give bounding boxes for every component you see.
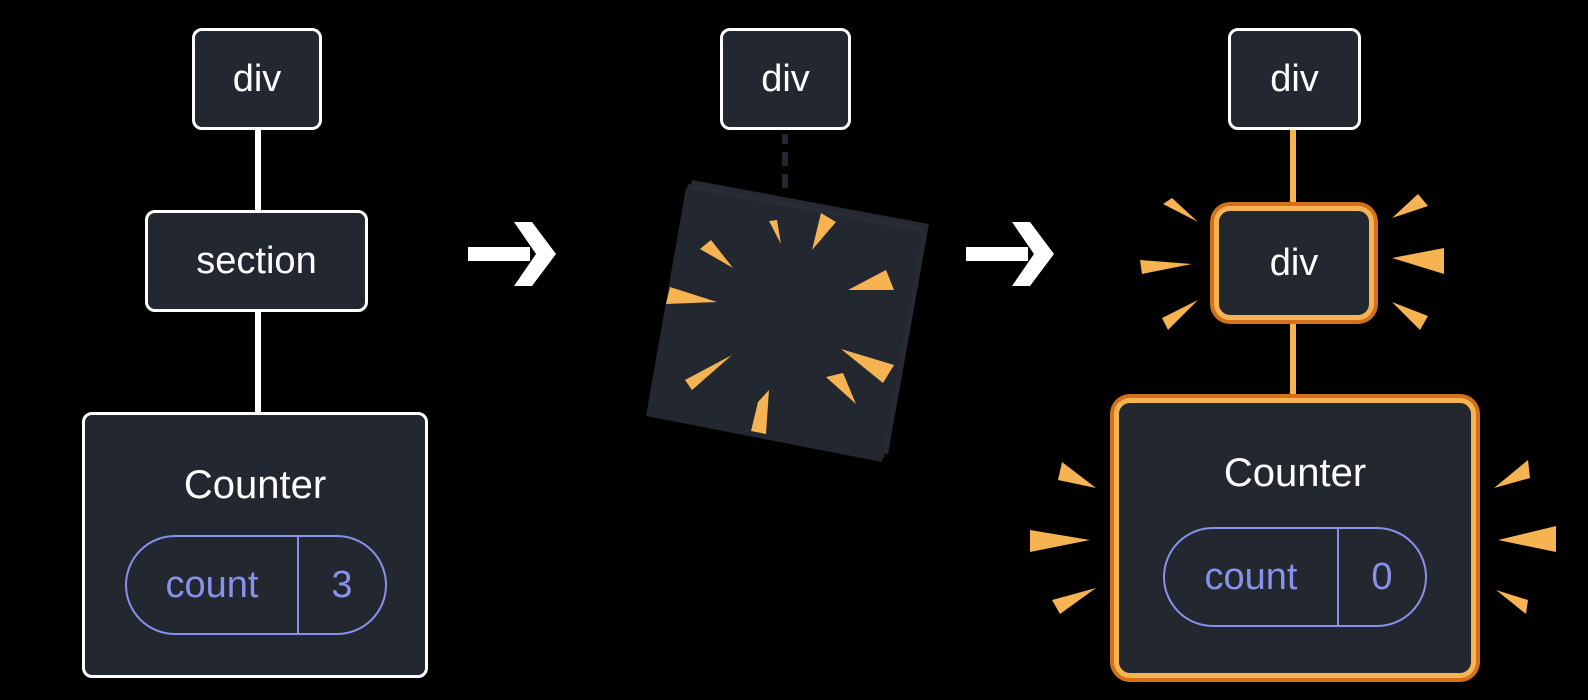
after-counter-name: Counter	[1223, 451, 1367, 495]
transition-root-label: div	[761, 57, 810, 100]
after-state-value: 0	[1337, 529, 1425, 625]
before-section-label: section	[196, 239, 317, 282]
before-state-pill: count 3	[125, 535, 387, 635]
before-root-label: div	[232, 57, 282, 100]
after-div-label: div	[1269, 241, 1319, 284]
after-connector-root-div	[1290, 130, 1296, 206]
after-root-label: div	[1270, 57, 1319, 100]
after-state-key: count	[1204, 555, 1298, 598]
transition-dashed-connector	[782, 134, 788, 188]
transition-root-node: div	[720, 28, 851, 130]
removed-subtree-burst	[646, 180, 929, 462]
after-root-node: div	[1228, 28, 1361, 130]
before-connector-root-section	[255, 130, 261, 210]
before-section-node: section	[145, 210, 368, 312]
after-div-node: div	[1214, 206, 1374, 320]
arrow-right-icon	[468, 222, 556, 286]
after-state-pill: count 0	[1163, 527, 1427, 627]
new-div-sparkles	[1140, 194, 1444, 330]
after-counter-node: Counter count 0	[1114, 398, 1476, 678]
after-connector-div-counter	[1290, 320, 1296, 398]
new-counter-sparkles	[1030, 460, 1556, 614]
before-state-key: count	[165, 563, 259, 606]
burst-rays	[666, 213, 894, 434]
before-state-value: 3	[297, 537, 385, 633]
before-root-node: div	[192, 28, 322, 130]
before-connector-section-counter	[255, 312, 261, 414]
before-counter-node: Counter count 3	[82, 412, 428, 678]
before-counter-name: Counter	[183, 463, 327, 507]
arrow-right-icon	[966, 222, 1054, 286]
